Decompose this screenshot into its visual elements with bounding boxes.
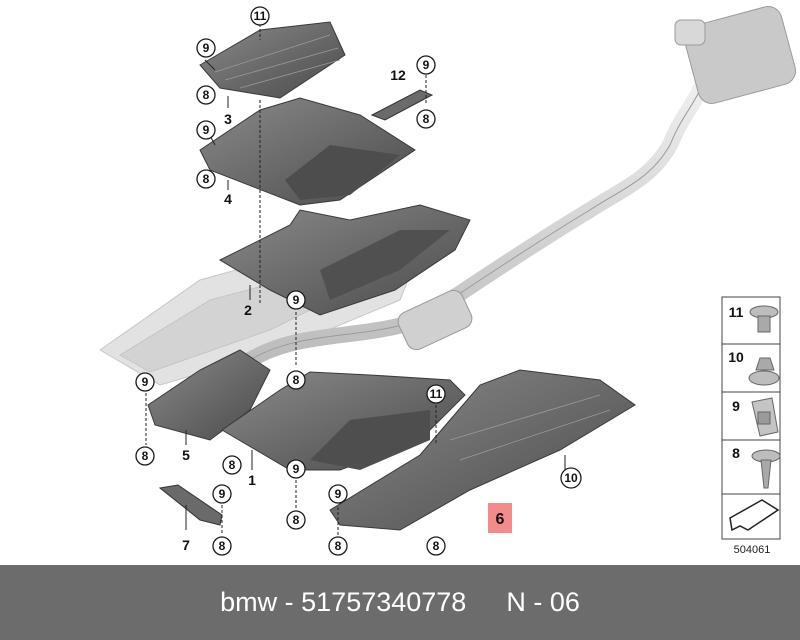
callout-9-b: 9 [196, 120, 216, 140]
highlight-box-6 [488, 503, 512, 533]
part-6-shield [329, 369, 636, 531]
label-1: 1 [248, 472, 256, 488]
label-3: 3 [224, 111, 232, 127]
svg-text:8: 8 [142, 449, 149, 463]
svg-text:8: 8 [203, 172, 210, 186]
svg-text:9: 9 [142, 375, 149, 389]
label-5: 5 [182, 447, 190, 463]
callout-9-c: 9 [416, 55, 436, 75]
legend-num-11: 11 [729, 304, 744, 320]
svg-text:8: 8 [335, 539, 342, 553]
svg-text:8: 8 [293, 513, 300, 527]
svg-text:8: 8 [293, 373, 300, 387]
screw-icon [751, 449, 781, 489]
parts-diagram: 11 9 8 3 9 8 4 12 9 8 2 9 8 9 8 5 8 1 9 … [99, 6, 797, 556]
hex-nut-icon [748, 357, 780, 386]
svg-text:8: 8 [203, 88, 210, 102]
callout-8-a: 8 [196, 85, 216, 105]
callout-8-e: 8 [135, 446, 155, 466]
svg-text:9: 9 [293, 293, 300, 307]
callout-9-f: 9 [286, 459, 306, 479]
callout-9-e: 9 [135, 372, 155, 392]
footer-part-number: bmw - 51757340778 [220, 587, 467, 617]
svg-text:9: 9 [203, 41, 210, 55]
fastener-legend: 11 10 9 8 504061 [721, 296, 781, 556]
svg-text:9: 9 [203, 123, 210, 137]
legend-num-10: 10 [728, 349, 744, 365]
callout-8-d: 8 [286, 370, 306, 390]
svg-text:11: 11 [254, 9, 267, 23]
part-3-shield [199, 21, 346, 99]
svg-text:9: 9 [423, 58, 430, 72]
push-rivet-icon [749, 305, 779, 333]
label-4: 4 [224, 191, 232, 207]
part-12-bracket [370, 89, 434, 121]
callout-8-b: 8 [196, 169, 216, 189]
callout-8-i: 8 [426, 536, 446, 556]
drawing-number: 504061 [734, 544, 771, 556]
callout-8-j: 8 [212, 536, 232, 556]
callout-11-top: 11 [250, 6, 270, 26]
callout-11-mid: 11 [426, 384, 446, 404]
part-7-bracket [158, 484, 223, 526]
callout-8-c: 8 [416, 109, 436, 129]
callout-9-g: 9 [328, 484, 348, 504]
callout-8-f: 8 [222, 455, 242, 475]
callout-8-h: 8 [328, 536, 348, 556]
callout-9-a: 9 [196, 38, 216, 58]
legend-num-9: 9 [732, 398, 740, 414]
leader-lines [145, 24, 566, 535]
svg-text:10: 10 [564, 471, 578, 485]
label-2: 2 [244, 302, 252, 318]
callout-9-d: 9 [286, 290, 306, 310]
callout-10: 10 [560, 467, 582, 489]
svg-text:8: 8 [433, 539, 440, 553]
svg-text:8: 8 [423, 112, 430, 126]
direction-arrow-icon [729, 499, 780, 532]
svg-text:11: 11 [430, 387, 443, 401]
part-4-shield [199, 97, 416, 206]
svg-text:8: 8 [219, 539, 226, 553]
legend-num-8: 8 [732, 445, 740, 461]
part-2-shield [218, 204, 471, 316]
footer-page-ref: N - 06 [506, 587, 580, 617]
clip-nut-icon [751, 397, 779, 437]
part-1-shield [221, 371, 466, 471]
callout-9-h: 9 [212, 484, 232, 504]
svg-text:8: 8 [229, 458, 236, 472]
label-12: 12 [390, 67, 406, 83]
footer-bar: bmw - 51757340778 N - 06 [0, 565, 800, 640]
svg-text:9: 9 [293, 462, 300, 476]
callout-8-g: 8 [286, 510, 306, 530]
label-7: 7 [182, 537, 190, 553]
label-6: 6 [496, 511, 505, 528]
svg-text:9: 9 [335, 487, 342, 501]
svg-text:9: 9 [219, 487, 226, 501]
